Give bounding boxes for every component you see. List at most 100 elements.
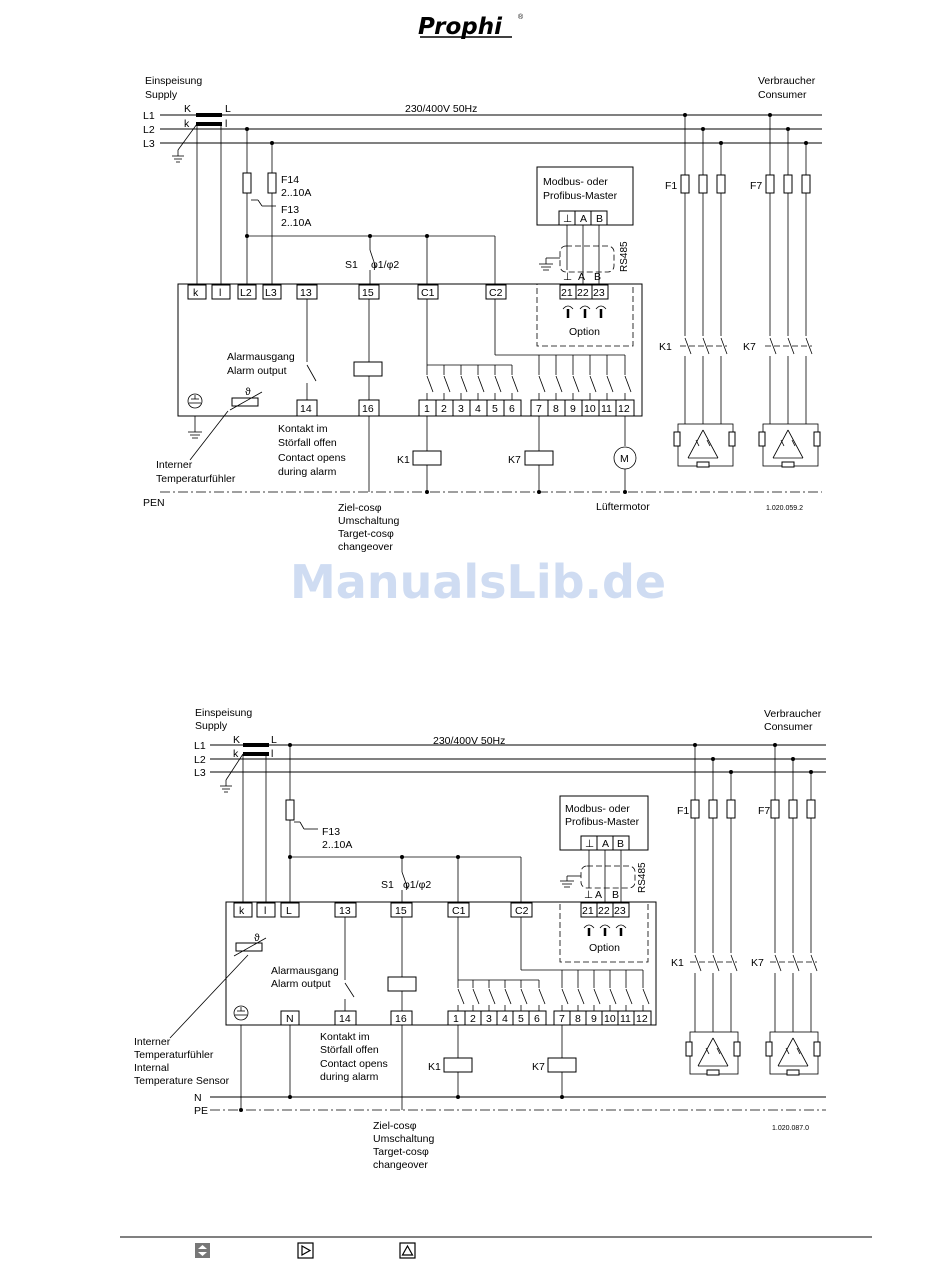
svg-text:Temperature Sensor: Temperature Sensor	[134, 1075, 230, 1087]
svg-text:Consumer: Consumer	[764, 721, 813, 733]
svg-text:L: L	[225, 103, 231, 115]
voltage-label: 230/400V 50Hz	[405, 103, 477, 115]
svg-text:K1: K1	[671, 957, 684, 969]
svg-text:22: 22	[598, 905, 610, 917]
contents-icon[interactable]	[195, 1243, 210, 1258]
svg-text:N: N	[286, 1013, 294, 1025]
current-transformer: K L k l	[172, 103, 231, 284]
svg-text:14: 14	[339, 1013, 351, 1025]
svg-text:B: B	[594, 271, 601, 283]
svg-text:C2: C2	[489, 287, 503, 299]
svg-text:16: 16	[362, 403, 374, 415]
svg-text:k: k	[233, 748, 239, 760]
svg-text:Störfall offen: Störfall offen	[320, 1044, 379, 1056]
svg-text:2..10A: 2..10A	[281, 187, 311, 199]
svg-text:22: 22	[577, 287, 589, 299]
top-terminals-2: k l L 13 15 C1 C2 21 22 23	[233, 902, 630, 918]
svg-text:5: 5	[492, 403, 498, 415]
svg-text:Umschaltung: Umschaltung	[373, 1133, 434, 1145]
svg-text:F7: F7	[750, 180, 762, 192]
fuse-f13-2	[285, 799, 295, 821]
fuse-f13	[242, 172, 252, 194]
svg-text:Modbus- oder: Modbus- oder	[543, 176, 608, 188]
svg-text:F14: F14	[281, 174, 299, 186]
bottom-terminals-2: N 14 16 1 2 3 4 5 6 7 8 9 10 11 12	[280, 1010, 652, 1026]
svg-text:Kontakt im: Kontakt im	[320, 1031, 370, 1043]
svg-text:Alarm output: Alarm output	[271, 978, 331, 990]
svg-text:11: 11	[601, 403, 612, 415]
supply-label-de: Einspeisung	[145, 75, 202, 87]
switch-s1-label: S1	[345, 259, 358, 271]
svg-text:φ1/φ2: φ1/φ2	[403, 879, 431, 891]
svg-text:Target-cosφ: Target-cosφ	[338, 528, 394, 540]
svg-text:Profibus-Master: Profibus-Master	[565, 816, 640, 828]
svg-text:K7: K7	[751, 957, 764, 969]
svg-text:9: 9	[570, 403, 576, 415]
svg-text:F13: F13	[281, 204, 299, 216]
line-label-l3: L3	[143, 138, 155, 150]
svg-text:RS485: RS485	[637, 862, 648, 893]
svg-text:23: 23	[593, 287, 605, 299]
svg-text:φ1/φ2: φ1/φ2	[371, 259, 399, 271]
svg-text:S1: S1	[381, 879, 394, 891]
top-terminals: k l L2 L3 13 15 C1 C2 21 22 23	[187, 284, 609, 300]
svg-text:B: B	[596, 213, 603, 225]
svg-text:4: 4	[502, 1013, 508, 1025]
svg-text:5: 5	[518, 1013, 524, 1025]
svg-text:15: 15	[362, 287, 374, 299]
svg-text:F1: F1	[677, 805, 689, 817]
svg-text:6: 6	[534, 1013, 540, 1025]
svg-text:23: 23	[614, 905, 626, 917]
svg-text:16: 16	[395, 1013, 407, 1025]
line-label-l1: L1	[143, 110, 155, 122]
svg-text:A: A	[578, 271, 585, 283]
svg-text:1.020.087.0: 1.020.087.0	[772, 1125, 809, 1132]
svg-text:3: 3	[458, 403, 464, 415]
rs485-label: RS485	[619, 241, 630, 272]
svg-text:F13: F13	[322, 826, 340, 838]
svg-text:K7: K7	[743, 341, 756, 353]
warning-icon[interactable]	[399, 1242, 416, 1259]
svg-text:changeover: changeover	[338, 541, 393, 553]
wiring-diagram-1: Einspeisung Supply Verbraucher Consumer …	[143, 75, 822, 553]
svg-text:Contact opens: Contact opens	[278, 452, 346, 464]
svg-text:Contact opens: Contact opens	[320, 1058, 388, 1070]
fuse-f14	[267, 172, 277, 194]
svg-text:Temperaturfühler: Temperaturfühler	[156, 473, 236, 485]
svg-text:PE: PE	[194, 1105, 208, 1117]
svg-text:K: K	[233, 734, 240, 746]
svg-text:12: 12	[636, 1013, 648, 1025]
current-transformer-2: K L k l	[220, 734, 277, 902]
logo-text: Prophi	[418, 14, 503, 40]
watermark-text: ManualsLib.de	[290, 555, 666, 609]
bottom-terminals: 14 16 1 2 3 4 5 6 7 8 9 10 11 12	[296, 399, 635, 417]
controller-box-2	[225, 901, 657, 1026]
svg-text:13: 13	[339, 905, 351, 917]
svg-text:Temperaturfühler: Temperaturfühler	[134, 1049, 214, 1061]
supply-label-en: Supply	[145, 89, 178, 101]
controller-box	[177, 283, 643, 417]
svg-text:15: 15	[395, 905, 407, 917]
svg-text:2..10A: 2..10A	[322, 839, 352, 851]
svg-text:4: 4	[475, 403, 481, 415]
svg-text:B: B	[612, 889, 619, 901]
svg-text:Interner: Interner	[134, 1036, 171, 1048]
svg-text:⊥: ⊥	[563, 271, 572, 283]
svg-text:Target-cosφ: Target-cosφ	[373, 1146, 429, 1158]
svg-text:1: 1	[424, 403, 430, 415]
svg-text:l: l	[225, 118, 227, 130]
svg-text:10: 10	[584, 403, 596, 415]
option-box-2	[559, 901, 649, 963]
svg-text:K1: K1	[428, 1061, 441, 1073]
svg-text:A: A	[580, 213, 587, 225]
svg-text:Kontakt im: Kontakt im	[278, 423, 328, 435]
svg-text:k: k	[239, 905, 245, 917]
svg-text:Profibus-Master: Profibus-Master	[543, 190, 618, 202]
svg-text:9: 9	[591, 1013, 597, 1025]
capacitor-branch-k1: F1 K1	[659, 113, 736, 468]
svg-text:l: l	[271, 748, 273, 760]
svg-text:14: 14	[300, 403, 312, 415]
svg-text:ϑ: ϑ	[245, 386, 251, 398]
next-page-icon[interactable]	[297, 1242, 314, 1259]
svg-text:L: L	[271, 734, 277, 746]
